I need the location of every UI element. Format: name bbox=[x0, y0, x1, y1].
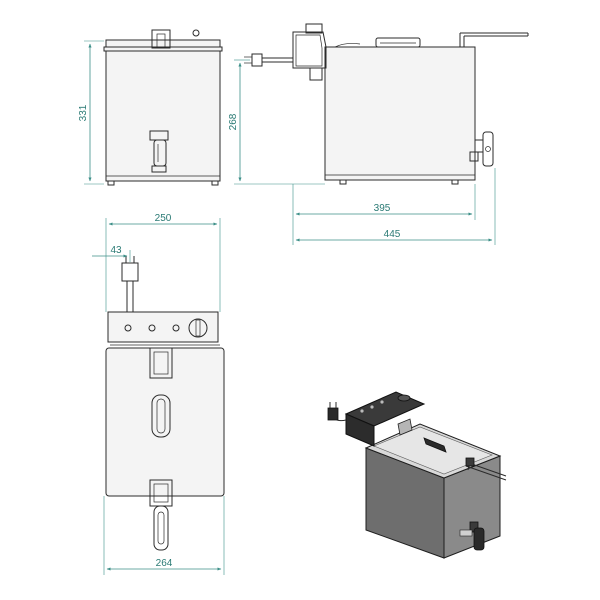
top-thermostat-knob bbox=[188, 318, 208, 338]
top-indicator-light-3 bbox=[172, 324, 180, 332]
side-basket-handle bbox=[334, 32, 529, 48]
side-view bbox=[244, 23, 529, 185]
front-drain-tap bbox=[149, 130, 169, 173]
side-depth-dimension-395: 395 bbox=[292, 184, 476, 245]
front-body bbox=[105, 50, 221, 182]
side-lid-handle bbox=[375, 37, 421, 48]
side-depth-label-395: 395 bbox=[374, 203, 391, 214]
side-height-dimension: 268 bbox=[228, 59, 325, 185]
top-lid-handle bbox=[151, 394, 171, 438]
top-width-dimension-264: 264 bbox=[103, 496, 225, 575]
top-drain-tap bbox=[149, 479, 173, 551]
top-control-panel bbox=[107, 311, 219, 343]
side-height-label: 268 bbox=[228, 113, 239, 130]
side-tank bbox=[324, 46, 476, 181]
iso-power-cord bbox=[327, 402, 347, 422]
iso-drain-tap bbox=[459, 521, 485, 551]
side-power-cord bbox=[244, 53, 293, 67]
side-depth-label-445: 445 bbox=[384, 229, 401, 240]
side-control-box bbox=[292, 31, 327, 69]
top-width-label-250: 250 bbox=[155, 213, 172, 224]
top-width-label-264: 264 bbox=[156, 558, 173, 569]
top-view bbox=[105, 256, 225, 551]
top-indicator-light-1 bbox=[124, 324, 132, 332]
top-basket-hook bbox=[149, 347, 173, 379]
top-indicator-light-2 bbox=[148, 324, 156, 332]
iso-basket-handle bbox=[465, 457, 507, 481]
front-height-label: 331 bbox=[78, 104, 89, 121]
iso-control-front bbox=[345, 413, 375, 447]
front-height-dimension: 331 bbox=[78, 40, 104, 185]
isometric-view bbox=[327, 391, 507, 559]
top-cable-offset-dimension-43: 43 bbox=[92, 245, 131, 262]
top-width-dimension-250: 250 bbox=[105, 213, 221, 312]
top-power-plug bbox=[121, 256, 139, 312]
iso-thermostat-knob bbox=[397, 394, 411, 402]
side-depth-dimension-445: 445 bbox=[295, 168, 496, 245]
top-cable-offset-label-43: 43 bbox=[110, 245, 122, 256]
side-drain-tap bbox=[469, 131, 494, 167]
iso-lid-handle bbox=[423, 437, 447, 453]
front-view bbox=[103, 29, 223, 186]
